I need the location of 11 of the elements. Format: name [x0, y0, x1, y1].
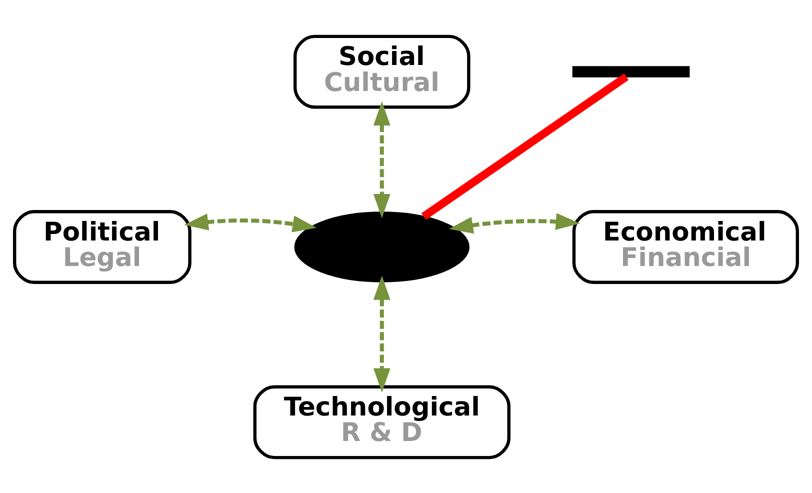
node-box: Political Legal	[12, 210, 192, 284]
arrow	[448, 212, 580, 234]
arrow	[373, 100, 390, 218]
node-box: Social Cultural	[293, 34, 470, 108]
node-box: Economical Financial	[572, 210, 800, 284]
node-box: Technological R & D	[253, 384, 510, 459]
connector	[421, 72, 629, 220]
arrow	[373, 275, 390, 392]
node-ellipse	[294, 211, 470, 282]
node-bar	[572, 66, 690, 77]
arrow	[184, 213, 317, 232]
